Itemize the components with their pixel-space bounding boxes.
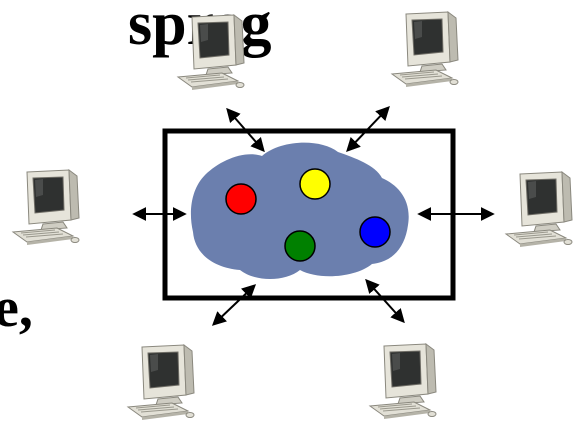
computer-icon bbox=[12, 169, 80, 246]
green-object bbox=[284, 230, 316, 262]
arrow-bottom-left bbox=[211, 284, 257, 326]
computer-icon bbox=[505, 171, 573, 248]
arrow-top-right bbox=[346, 105, 390, 153]
red-object bbox=[225, 183, 257, 215]
side-text-fragment: e, bbox=[0, 277, 33, 339]
shared-space-blob bbox=[190, 142, 409, 279]
computer-icon bbox=[127, 344, 195, 421]
yellow-object bbox=[299, 168, 331, 200]
arrow-bottom-right bbox=[365, 278, 405, 324]
arrow-top-left bbox=[226, 107, 265, 153]
blue-object bbox=[359, 216, 391, 248]
computer-icon bbox=[391, 11, 459, 88]
computer-icon bbox=[369, 343, 437, 420]
